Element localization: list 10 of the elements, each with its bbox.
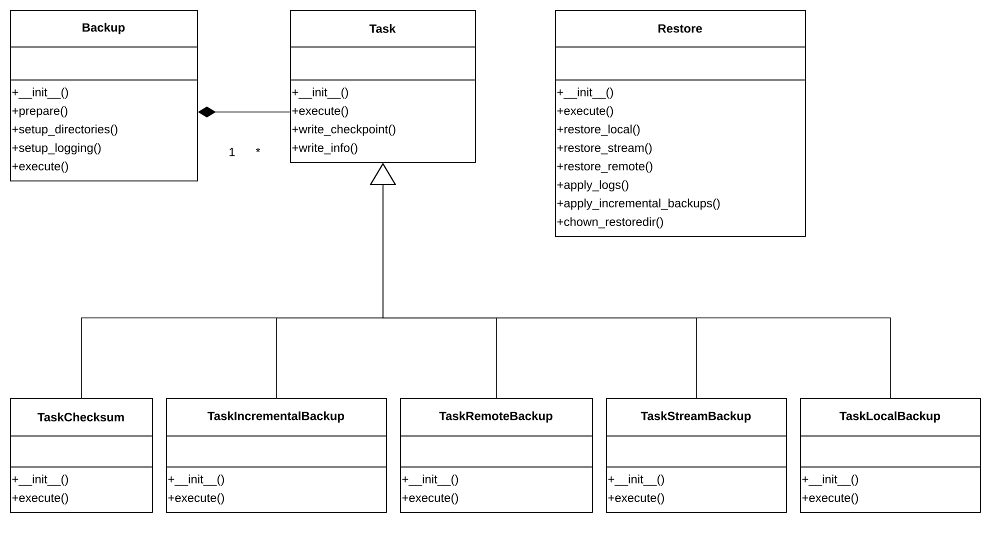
- class-box: Restore +__init__() +execute() +restore_local() +restore_stream() +restore_remote() +apply_logs() +apply_incremental_backups() +chown_restoredir(): [554, 10, 806, 237]
- multiplicity-label: *: [256, 148, 260, 152]
- class-box: Task +__init__() +execute() +write_checkpoint() +write_info(): [290, 10, 476, 163]
- multiplicity-label: 1: [230, 148, 235, 156]
- class-box: TaskStreamBackup +__init__() +execute(): [606, 398, 787, 513]
- class-box: TaskLocalBackup +__init__() +execute(): [800, 398, 981, 513]
- class-box: TaskIncrementalBackup +__init__() +execute(): [166, 398, 387, 513]
- class-box: TaskChecksum +__init__() +execute(): [10, 398, 153, 513]
- class-box: Backup +__init__() +prepare() +setup_directories() +setup_logging() +execute(): [10, 10, 198, 182]
- class-box: TaskRemoteBackup +__init__() +execute(): [400, 398, 593, 513]
